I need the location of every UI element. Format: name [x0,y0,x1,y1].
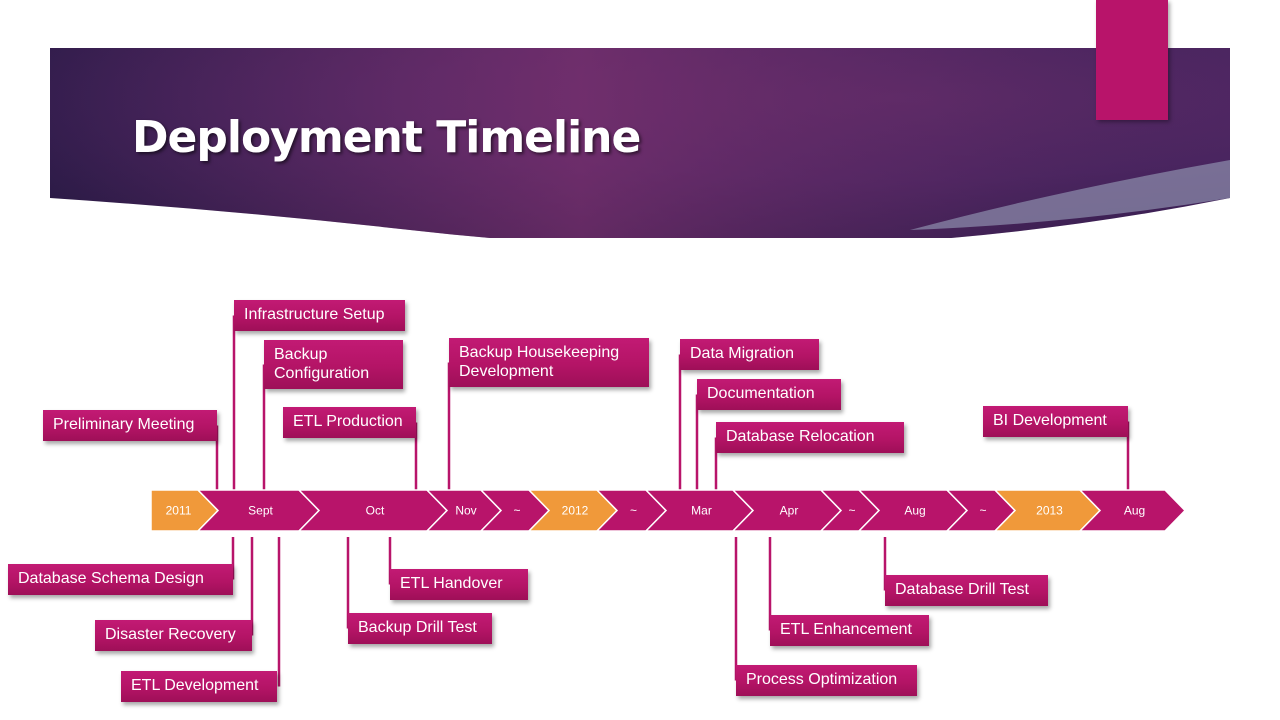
timeline-segment-label: ~ [513,504,520,518]
event-label-line: Development [459,363,554,380]
event-label-line: Backup Drill Test [358,619,477,636]
timeline-event: Database Drill Test [885,575,1048,606]
timeline-segment-label: ~ [979,504,986,518]
event-label-line: ETL Handover [400,575,503,592]
event-label-line: Backup Housekeeping [459,344,620,361]
timeline-segment-label: Aug [1124,504,1145,518]
timeline-event: Preliminary Meeting [43,410,217,441]
event-label-line: ETL Production [293,413,403,430]
event-label-line: Configuration [274,365,370,382]
timeline-event: Database Schema Design [8,564,233,595]
timeline-event: Backup Drill Test [348,613,492,644]
timeline-event: ETL Development [121,671,277,702]
timeline-event: Database Relocation [716,422,904,453]
timeline-event: Process Optimization [736,665,917,696]
event-label-line: Infrastructure Setup [244,306,385,323]
timeline-event: ETL Production [283,407,416,438]
event-label-line: Disaster Recovery [105,626,236,643]
accent-tab [1096,0,1168,120]
timeline-event: ETL Handover [390,569,528,600]
timeline-segment-label: 2011 [166,504,192,518]
timeline-segment-month [1078,489,1187,532]
timeline-event: Disaster Recovery [95,620,252,651]
timeline-segment-label: Aug [904,504,925,518]
event-label-line: ETL Enhancement [780,621,912,638]
event-label-line: BI Development [993,412,1107,429]
page-title: Deployment Timeline [132,112,641,163]
header-banner [50,48,1230,238]
timeline-segment-label: ~ [848,504,855,518]
event-label-line: Database Schema Design [18,570,204,587]
timeline-event: ETL Enhancement [770,615,929,646]
event-label-line: Preliminary Meeting [53,416,195,433]
event-label-line: Documentation [707,385,815,402]
event-label-line: Database Drill Test [895,581,1029,598]
timeline-segment-label: 2012 [562,504,589,518]
timeline-event: Infrastructure Setup [234,300,405,331]
timeline-event: Data Migration [680,339,819,370]
timeline-segment-label: Apr [780,504,799,518]
timeline-event: Documentation [697,379,841,410]
event-label-line: Backup [274,346,328,363]
timeline-segment-label: Mar [691,504,712,518]
timeline-segment-label: Oct [366,504,385,518]
event-label-line: ETL Development [131,677,259,694]
timeline-event: BI Development [983,406,1128,437]
timeline-segment-label: Nov [455,504,476,518]
event-label-line: Process Optimization [746,671,898,688]
timeline-segment-label: Sept [248,504,273,518]
event-label-line: Data Migration [690,345,795,362]
timeline-segment-label: 2013 [1036,504,1063,518]
event-label-line: Database Relocation [726,428,875,445]
timeline-segment-label: ~ [630,504,637,518]
